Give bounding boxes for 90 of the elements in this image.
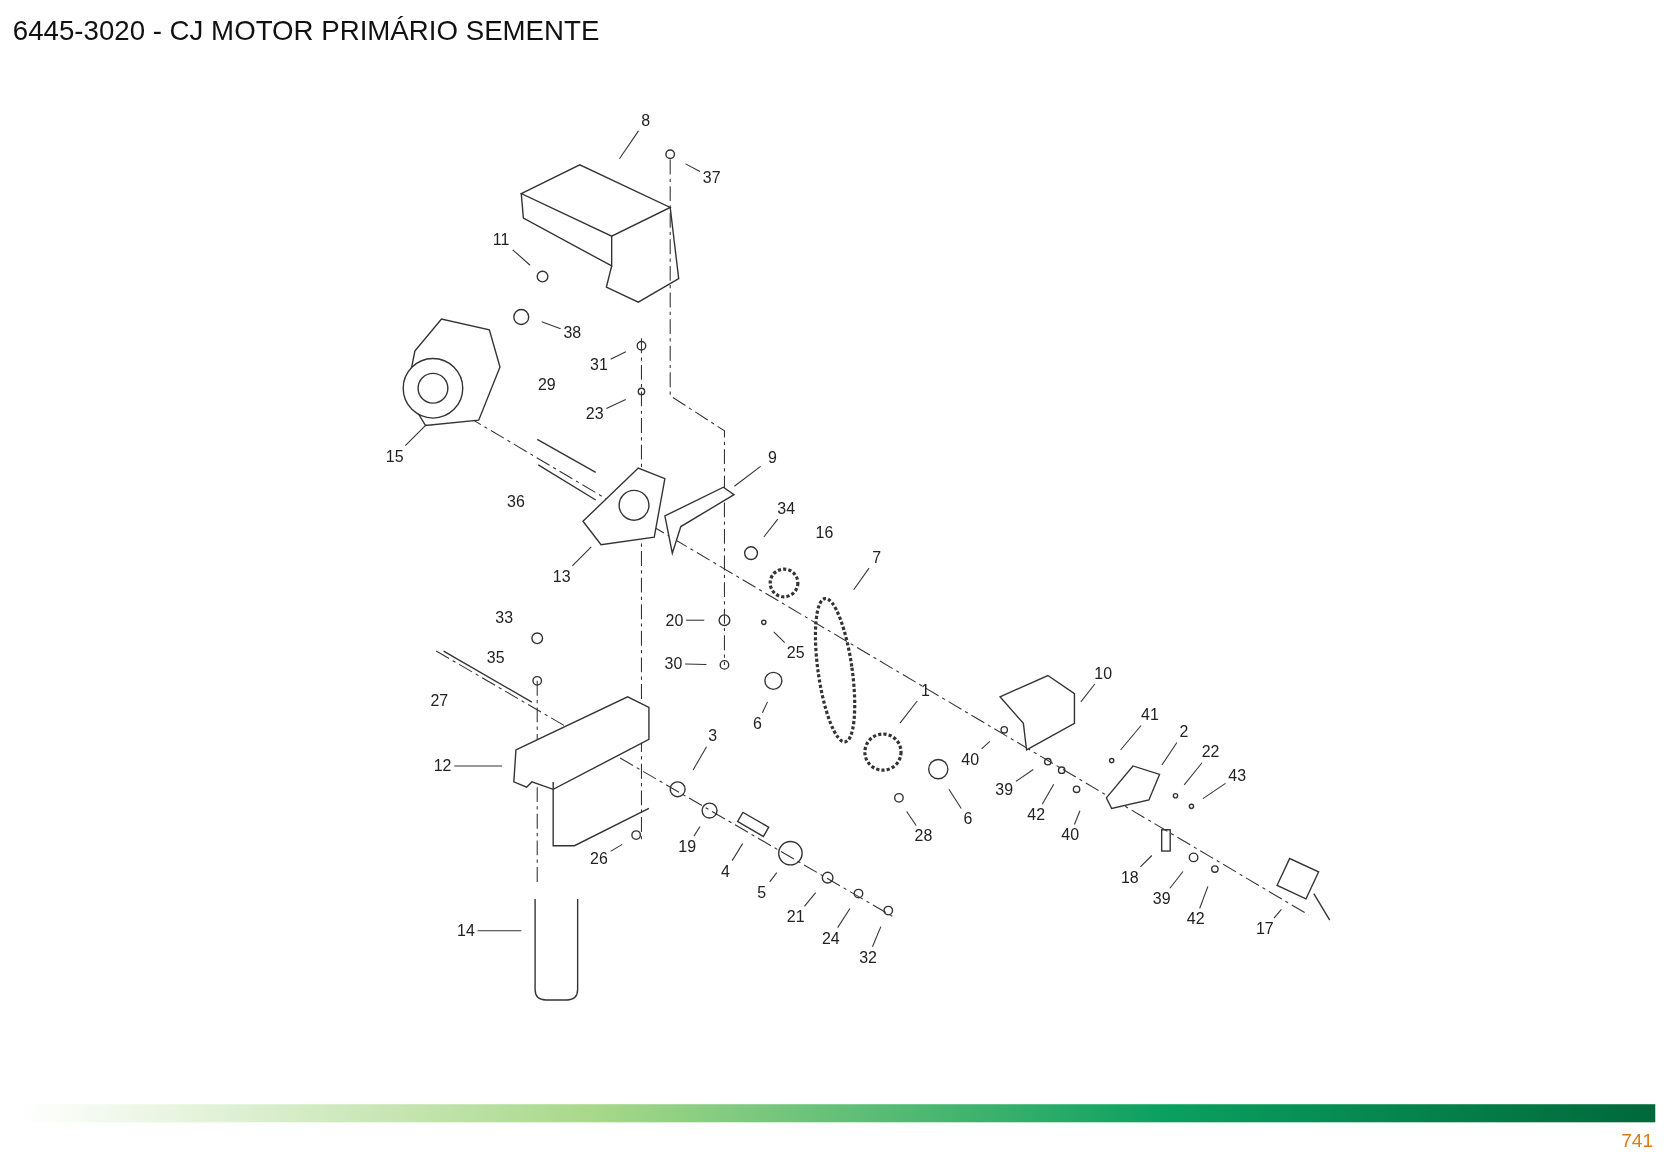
- callout-number: 37: [701, 168, 723, 188]
- callout-number: 27: [429, 691, 450, 711]
- leader-line: [906, 810, 917, 827]
- callout-number: 35: [485, 647, 506, 667]
- callout-number: 9: [761, 447, 783, 467]
- leader-line: [610, 843, 623, 852]
- leader-line: [1273, 908, 1282, 919]
- leader-line: [1183, 762, 1203, 786]
- callout-number: 23: [584, 404, 606, 424]
- callout-number: 6: [746, 713, 769, 733]
- callout-number: 3: [702, 726, 724, 746]
- callout-number: 42: [1025, 805, 1047, 825]
- leader-line: [453, 765, 503, 767]
- callout-number: 15: [384, 446, 406, 466]
- callout-number: 24: [820, 928, 842, 948]
- leader-line: [541, 321, 562, 330]
- leader-line: [1169, 871, 1184, 889]
- leader-line: [1120, 725, 1142, 751]
- leader-line: [763, 518, 779, 538]
- callout-number: 2: [1173, 722, 1195, 742]
- leader-line: [948, 788, 962, 809]
- leader-line: [605, 398, 627, 409]
- leader-line: [1015, 768, 1034, 782]
- leader-line: [981, 740, 991, 750]
- leader-line: [1073, 810, 1081, 825]
- leader-line: [733, 465, 762, 487]
- leader-line: [899, 700, 918, 724]
- callout-number: 21: [785, 907, 807, 927]
- callout-number: 30: [662, 654, 684, 674]
- callout-number: 17: [1254, 919, 1276, 939]
- callout-number: 33: [494, 608, 515, 628]
- leader-line: [803, 892, 817, 907]
- callout-number: 40: [959, 750, 981, 770]
- leader-line: [837, 907, 851, 929]
- callout-number: 41: [1139, 705, 1161, 725]
- callout-number: 6: [957, 809, 979, 829]
- callout-number: 13: [551, 567, 573, 587]
- leader-line: [692, 746, 708, 771]
- callout-number: 10: [1092, 663, 1114, 683]
- callout-number: 40: [1059, 825, 1081, 845]
- callout-number: 18: [1119, 868, 1141, 888]
- callout-number: 11: [490, 229, 512, 249]
- leader-line: [871, 926, 882, 948]
- callout-number: 14: [455, 921, 477, 941]
- callout-number: 39: [993, 779, 1015, 799]
- callout-number: 4: [714, 861, 737, 881]
- leader-line: [769, 872, 778, 883]
- leader-line: [610, 351, 627, 360]
- leader-line: [571, 546, 592, 567]
- page-number: 741: [1621, 1129, 1654, 1153]
- callout-number: 36: [506, 492, 526, 512]
- leader-line: [1139, 854, 1153, 868]
- callout-number: 34: [775, 498, 797, 519]
- leader-line: [685, 163, 701, 172]
- callout-number: 32: [857, 947, 879, 967]
- leader-line: [477, 930, 522, 932]
- leader-line: [693, 826, 701, 837]
- leader-line: [685, 619, 705, 621]
- diagram-title: 6445-3020 - CJ MOTOR PRIMÁRIO SEMENTE: [12, 14, 600, 48]
- callout-number: 5: [751, 882, 773, 903]
- callout-number: 42: [1185, 909, 1207, 929]
- callout-number: 26: [588, 848, 610, 869]
- callout-number: 31: [588, 355, 610, 375]
- leader-line: [1080, 683, 1096, 703]
- callout-number: 29: [536, 375, 557, 395]
- leader-line: [773, 631, 786, 644]
- callout-number: 28: [912, 826, 934, 846]
- leader-line: [1161, 742, 1178, 766]
- callout-number: 1: [914, 680, 937, 700]
- callout-number: 22: [1199, 742, 1222, 762]
- leader-line: [1041, 783, 1055, 805]
- leader-line: [761, 701, 769, 714]
- callout-number: 8: [635, 110, 657, 130]
- leader-line: [1202, 782, 1227, 800]
- leader-line: [853, 567, 870, 591]
- leader-line: [512, 249, 531, 266]
- leader-line: [1199, 885, 1209, 909]
- leader-line: [404, 424, 427, 447]
- leader-line: [618, 130, 639, 160]
- callout-number: 16: [814, 523, 835, 543]
- callout-number: 43: [1226, 765, 1248, 786]
- callout-number: 25: [785, 643, 807, 663]
- callout-number: 19: [676, 837, 698, 857]
- leader-line: [684, 663, 707, 666]
- callout-number: 7: [865, 547, 888, 567]
- callout-number: 39: [1151, 889, 1173, 909]
- callout-number: 20: [663, 610, 686, 630]
- callout-number: 12: [431, 756, 454, 776]
- leader-line: [731, 843, 744, 862]
- callout-number: 38: [561, 323, 583, 343]
